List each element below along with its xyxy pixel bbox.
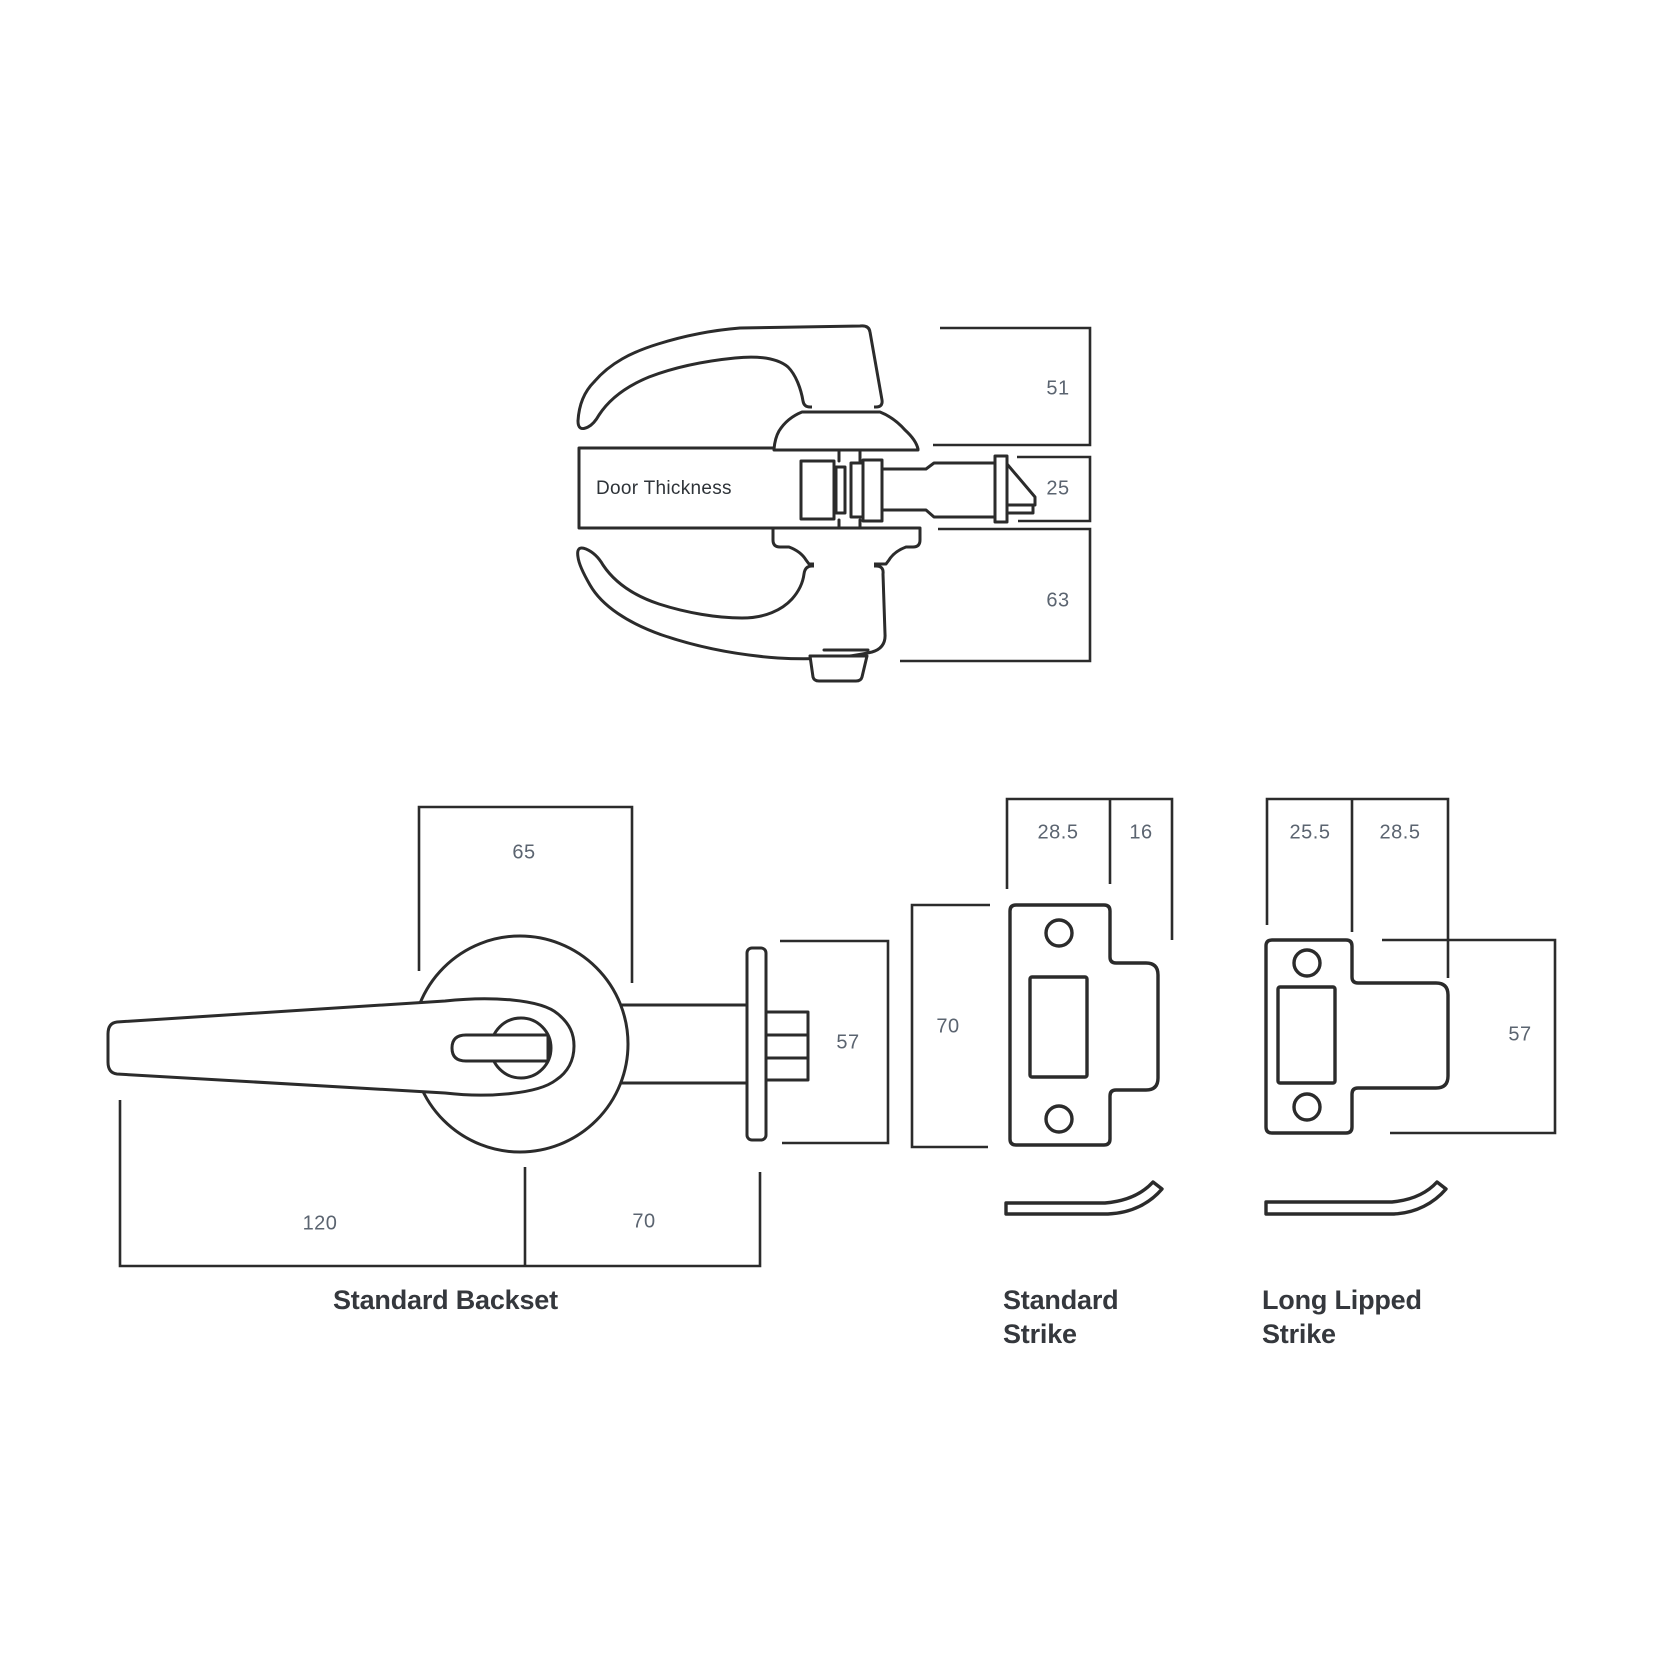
latch-case-top — [880, 461, 998, 471]
dim-latch-case: 57 — [836, 1031, 860, 1054]
hub-right-block — [861, 458, 884, 523]
standard-lip-profile — [1004, 1180, 1164, 1216]
dim-long-lip: 28.5 — [1379, 821, 1421, 844]
dim-bracket-25 — [1017, 455, 1092, 523]
dim-std-lip: 16 — [1129, 821, 1153, 844]
dim-upper-rose: 51 — [1046, 377, 1070, 400]
spindle-body — [764, 1010, 810, 1082]
shaft-lines — [620, 1003, 750, 1085]
dim-latch: 25 — [1046, 477, 1070, 500]
dim-long-height: 57 — [1508, 1023, 1532, 1046]
backset-title: Standard Backset — [333, 1285, 558, 1315]
dim-bracket-57-long — [1382, 938, 1557, 1135]
lower-rose — [771, 526, 922, 566]
dim-std-height: 70 — [936, 1015, 960, 1038]
latch-bolt-bevel — [1005, 462, 1037, 507]
latch-opening — [1028, 975, 1089, 1079]
lever-front — [106, 997, 576, 1097]
dim-bracket-70-strike — [910, 903, 990, 1149]
dim-long-plate-width: 25.5 — [1289, 821, 1331, 844]
spindle-splines — [764, 1033, 810, 1060]
latch-case-bottom — [880, 508, 998, 519]
upper-rose — [772, 410, 920, 452]
dim-backset: 70 — [632, 1210, 656, 1233]
screw-hole-bottom — [1292, 1092, 1322, 1122]
screw-hole-top — [1044, 918, 1074, 948]
dim-lever-length: 120 — [302, 1212, 338, 1235]
upper-neck-joint — [812, 401, 874, 410]
backset-view — [106, 805, 890, 1268]
spindle-plate-a — [834, 465, 847, 515]
long-lipped-strike-title-line1: Long Lipped — [1262, 1285, 1422, 1315]
long-lipped-strike-view — [1264, 797, 1557, 1216]
hub-left-block — [799, 459, 836, 521]
dim-bracket-backset-bottom — [118, 1100, 762, 1268]
upper-lever — [576, 324, 884, 430]
dim-bracket-25-5-28-5 — [1265, 797, 1450, 978]
turn-button — [808, 654, 869, 683]
standard-strike-view — [910, 797, 1174, 1216]
dim-std-plate-width: 28.5 — [1037, 821, 1079, 844]
dim-lower-rose: 63 — [1046, 589, 1070, 612]
hub-stems — [837, 448, 862, 530]
mounting-plate — [745, 946, 768, 1142]
dim-bracket-63 — [900, 527, 1092, 663]
dim-bracket-28-5-16 — [1005, 797, 1174, 940]
long-lipped-strike-title-line2: Strike — [1262, 1319, 1336, 1349]
latch-faceplate — [993, 454, 1009, 524]
latch-opening — [1276, 985, 1337, 1085]
thumbturn-slot — [450, 1033, 550, 1063]
standard-strike-title-line1: Standard — [1003, 1285, 1119, 1315]
lower-lever — [576, 546, 887, 661]
latch-bolt-tab — [1005, 503, 1035, 515]
screw-hole-bottom — [1044, 1104, 1074, 1134]
standard-strike-title-line2: Strike — [1003, 1319, 1077, 1349]
dim-bracket-57-backset — [780, 939, 890, 1145]
door-band — [577, 446, 777, 530]
dim-bracket-65 — [417, 805, 634, 983]
long-lip-profile — [1264, 1180, 1448, 1216]
lower-neck-joint — [814, 560, 874, 569]
screw-hole-top — [1292, 948, 1322, 978]
dim-rose-diameter: 65 — [512, 841, 536, 864]
spindle-plate-b — [849, 461, 865, 519]
dim-bracket-51 — [933, 326, 1092, 447]
top-view-lockset — [576, 324, 1092, 683]
door-thickness-label: Door Thickness — [596, 478, 732, 499]
